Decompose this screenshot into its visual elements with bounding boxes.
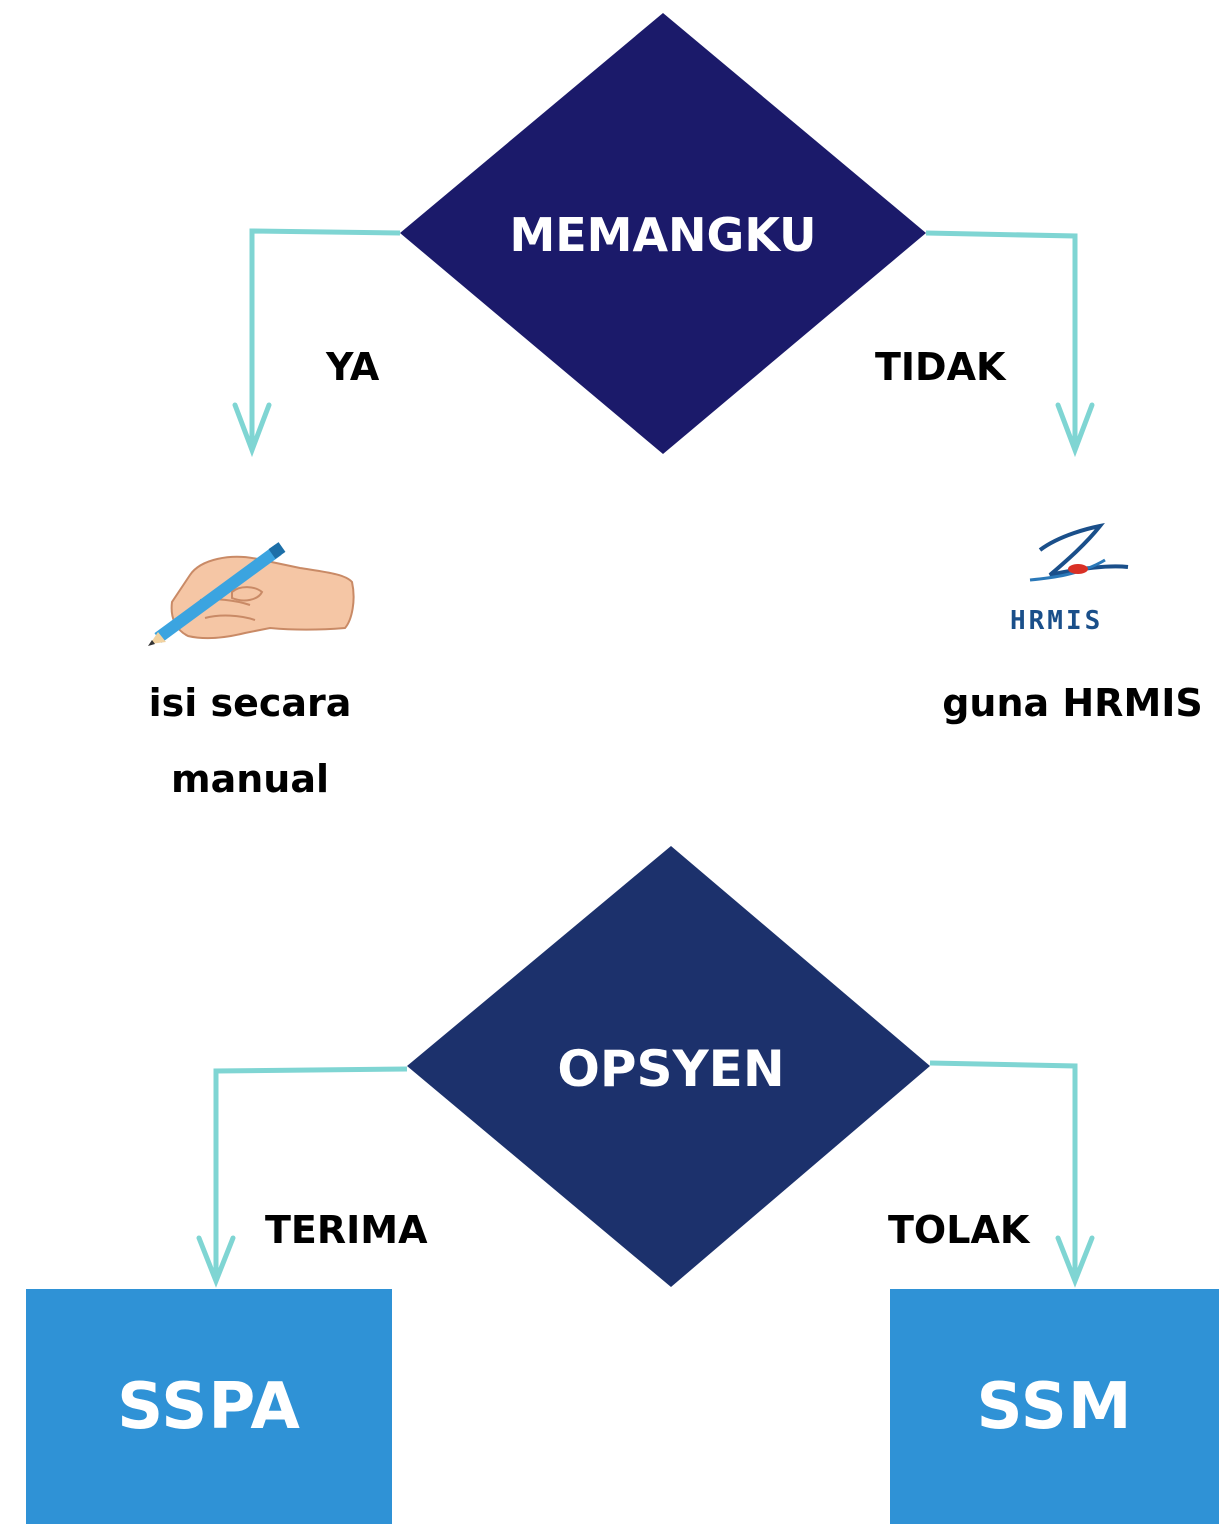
ya-label: YA <box>326 345 380 389</box>
arrowhead-ya <box>232 402 272 458</box>
terima-label: TERIMA <box>265 1208 428 1252</box>
hand-writing-pencil-icon <box>148 542 355 646</box>
hrmis-logo-text: HRMIS <box>1010 606 1104 636</box>
sspa-label: SSPA <box>117 1369 301 1444</box>
hrmis-logo-icon <box>1029 522 1129 582</box>
arrowhead-terima <box>196 1235 236 1288</box>
arrow-tolak <box>929 1060 1078 1276</box>
memangku-label: MEMANGKU <box>509 208 817 262</box>
ssm-label: SSM <box>976 1369 1133 1444</box>
sspa-box: SSPA <box>26 1289 392 1524</box>
tolak-label: TOLAK <box>888 1208 1030 1252</box>
ssm-box: SSM <box>890 1289 1219 1524</box>
opsyen-label: OPSYEN <box>557 1040 785 1098</box>
memangku-diamond <box>400 13 926 454</box>
hrmis-caption: guna HRMIS <box>942 681 1203 725</box>
arrowhead-tolak <box>1055 1235 1095 1288</box>
arrow-tidak <box>925 230 1078 445</box>
arrow-terima <box>213 1066 408 1276</box>
arrowhead-tidak <box>1055 402 1095 458</box>
tidak-label: TIDAK <box>875 345 1006 389</box>
arrow-ya <box>249 228 401 445</box>
manual-caption: isi secara manual <box>148 681 352 801</box>
opsyen-diamond <box>407 846 930 1287</box>
